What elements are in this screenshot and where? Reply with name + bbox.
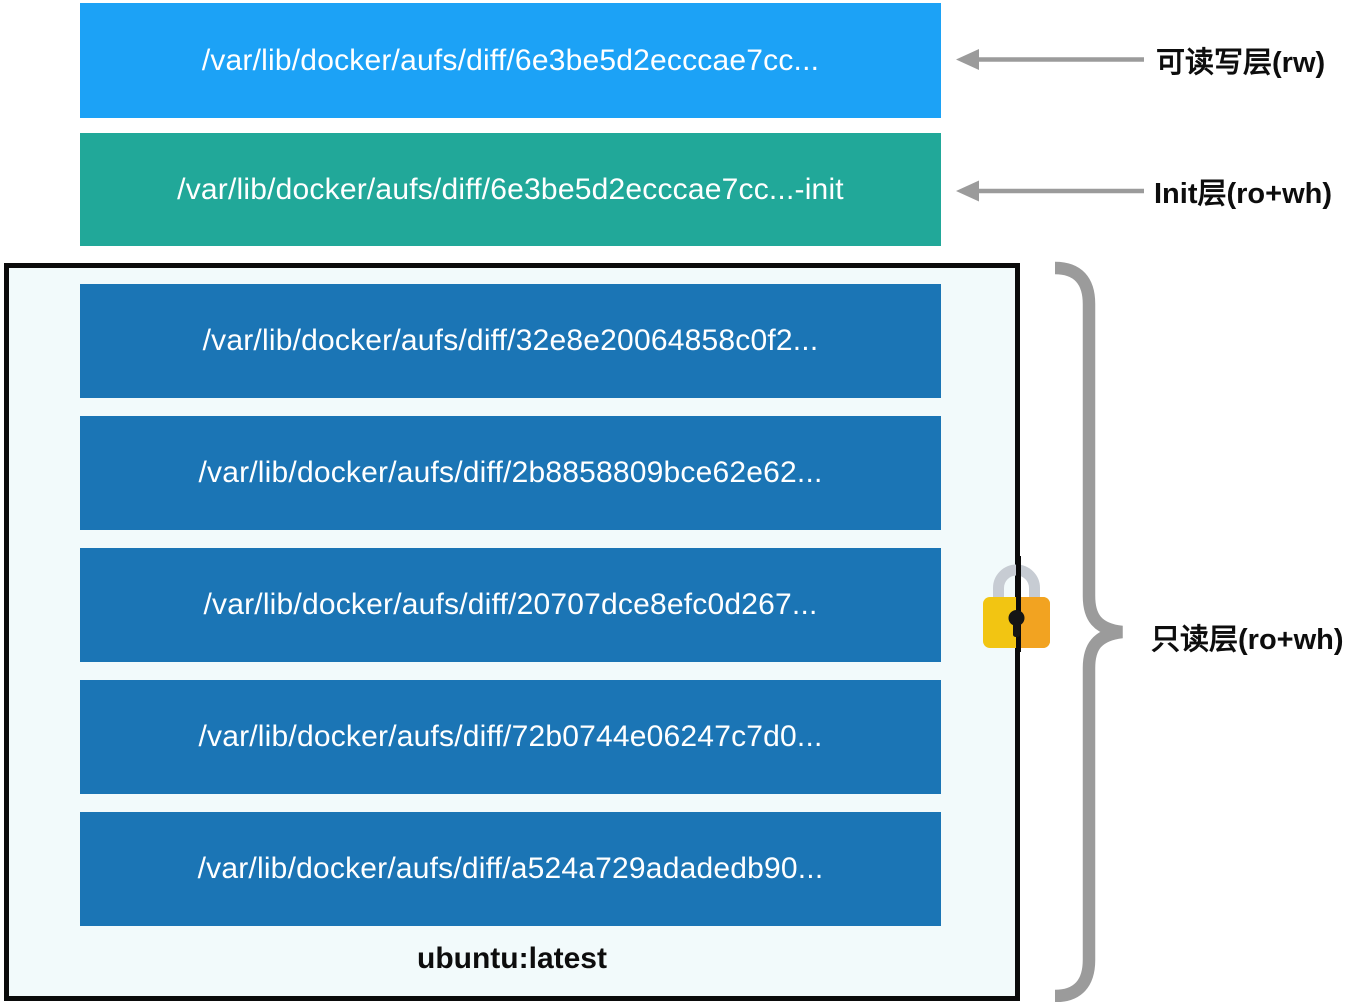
init-layer-bar: /var/lib/docker/aufs/diff/6e3be5d2ecccae…: [80, 133, 941, 246]
writable-layer-path: /var/lib/docker/aufs/diff/6e3be5d2ecccae…: [201, 43, 820, 77]
readonly-layer-path: /var/lib/docker/aufs/diff/2b8858809bce62…: [198, 456, 823, 489]
curly-brace-icon: [1054, 261, 1124, 1002]
readonly-layer-bar: /var/lib/docker/aufs/diff/2b8858809bce62…: [80, 416, 941, 530]
writable-layer-bar: /var/lib/docker/aufs/diff/6e3be5d2ecccae…: [80, 3, 941, 118]
arrow-left-icon: [956, 49, 1144, 70]
readonly-layer-annotation: 只读层(ro+wh): [1151, 624, 1344, 656]
init-layer-annotation: Init层(ro+wh): [1154, 178, 1333, 210]
image-layers-box: /var/lib/docker/aufs/diff/32e8e20064858c…: [4, 263, 1020, 1001]
arrow-left-icon: [956, 180, 1144, 202]
readonly-layer-path: /var/lib/docker/aufs/diff/a524a729adaded…: [197, 852, 824, 885]
writable-layer-annotation: 可读写层(rw): [1156, 47, 1326, 79]
init-layer-path: /var/lib/docker/aufs/diff/6e3be5d2ecccae…: [177, 172, 844, 206]
readonly-layer-path: /var/lib/docker/aufs/diff/72b0744e06247c…: [198, 720, 823, 753]
readonly-layer-bar: /var/lib/docker/aufs/diff/20707dce8efc0d…: [80, 548, 941, 662]
readonly-layer-bar: /var/lib/docker/aufs/diff/72b0744e06247c…: [80, 680, 941, 794]
readonly-layer-path: /var/lib/docker/aufs/diff/32e8e20064858c…: [202, 324, 819, 357]
image-name-label: ubuntu:latest: [417, 942, 607, 975]
readonly-layer-bar: /var/lib/docker/aufs/diff/a524a729adaded…: [80, 812, 941, 926]
readonly-layer-path: /var/lib/docker/aufs/diff/20707dce8efc0d…: [203, 588, 818, 621]
readonly-layer-bar: /var/lib/docker/aufs/diff/32e8e20064858c…: [80, 284, 941, 398]
